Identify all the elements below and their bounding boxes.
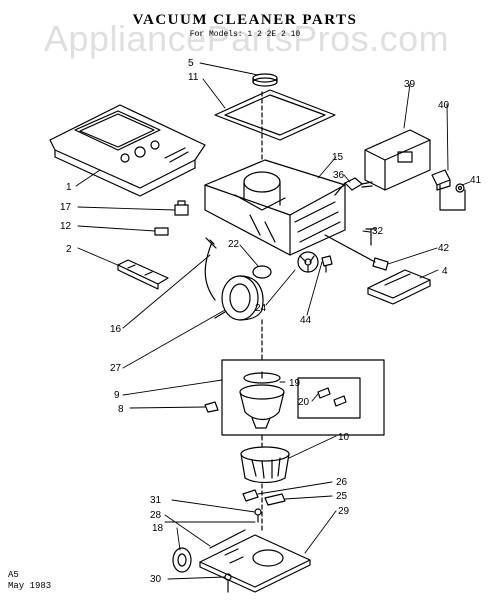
callout-27: 27 — [110, 363, 122, 374]
callout-36: 36 — [333, 170, 345, 181]
part-39-switch-housing — [364, 129, 431, 191]
callout-41: 41 — [470, 175, 482, 186]
part-2-latch — [117, 259, 169, 290]
footer-date: May 1983 — [8, 581, 52, 591]
callout-22: 22 — [228, 239, 240, 250]
callout-box — [221, 359, 385, 436]
part-16-cord — [204, 237, 217, 301]
callout-42: 42 — [438, 243, 450, 254]
part-15-housing — [204, 159, 346, 256]
callout-29: 29 — [338, 506, 350, 517]
part-28-rod — [209, 529, 246, 549]
model-subtitle: For Models: 1 2 2E 2 10 — [189, 30, 301, 39]
part-1-top-cover — [49, 104, 206, 197]
part-10-fan-housing — [240, 446, 290, 484]
part-31-screw — [254, 508, 262, 523]
part-40-switch — [431, 169, 451, 191]
part-25-clip — [264, 493, 286, 506]
part-18-wheel — [172, 547, 192, 573]
inset-box — [297, 377, 361, 419]
part-17-clip — [174, 200, 189, 216]
part-8-clip — [204, 401, 219, 413]
callout-24: 24 — [255, 303, 267, 314]
callout-12: 12 — [60, 221, 72, 232]
callout-4: 4 — [442, 266, 448, 277]
callout-31: 31 — [150, 495, 162, 506]
callout-17: 17 — [60, 202, 72, 213]
part-26-clip — [242, 489, 259, 502]
part-11-gasket — [214, 89, 336, 141]
callout-25: 25 — [336, 491, 348, 502]
callout-32: 32 — [372, 226, 384, 237]
part-5-cap — [252, 73, 278, 87]
callout-44: 44 — [300, 315, 312, 326]
callout-30: 30 — [150, 574, 162, 585]
callout-20: 20 — [298, 397, 310, 408]
callout-11: 11 — [188, 72, 199, 83]
part-29-base-plate — [199, 534, 311, 593]
callout-2: 2 — [66, 244, 72, 255]
part-24-fan — [297, 251, 319, 273]
bracket-40-41 — [439, 184, 466, 211]
callout-labels: 5 11 39 40 41 1 15 36 17 12 2 22 32 42 4… — [60, 58, 482, 585]
callout-1: 1 — [66, 182, 72, 193]
callout-40: 40 — [438, 100, 450, 111]
callout-5: 5 — [188, 58, 194, 69]
part-32-screw — [365, 228, 377, 246]
part-4-bumper — [367, 269, 431, 305]
part-22-seal — [252, 265, 272, 279]
part-30-screw — [224, 573, 232, 593]
part-41-nut — [455, 183, 465, 193]
callout-8: 8 — [118, 404, 124, 415]
part-27-motor — [214, 275, 264, 321]
callout-18: 18 — [152, 523, 164, 534]
callout-15: 15 — [332, 152, 344, 163]
diagram-title: VACUUM CLEANER PARTS — [132, 12, 358, 28]
part-19-impeller — [239, 371, 285, 429]
callout-19: 19 — [289, 378, 301, 389]
callout-16: 16 — [110, 324, 122, 335]
part-20-clips — [317, 387, 347, 407]
callout-28: 28 — [150, 510, 162, 521]
watermark: AppliancePartsPros.com — [44, 18, 450, 59]
callout-9: 9 — [114, 390, 120, 401]
footer-code: A5 — [8, 570, 19, 580]
part-12-pad — [154, 227, 169, 236]
callout-39: 39 — [404, 79, 416, 90]
leader-lines — [75, 62, 471, 580]
part-44-clamp — [321, 255, 333, 273]
callout-10: 10 — [338, 432, 350, 443]
part-36-plug — [334, 177, 373, 196]
callout-26: 26 — [336, 477, 348, 488]
part-42-connector — [324, 234, 389, 271]
